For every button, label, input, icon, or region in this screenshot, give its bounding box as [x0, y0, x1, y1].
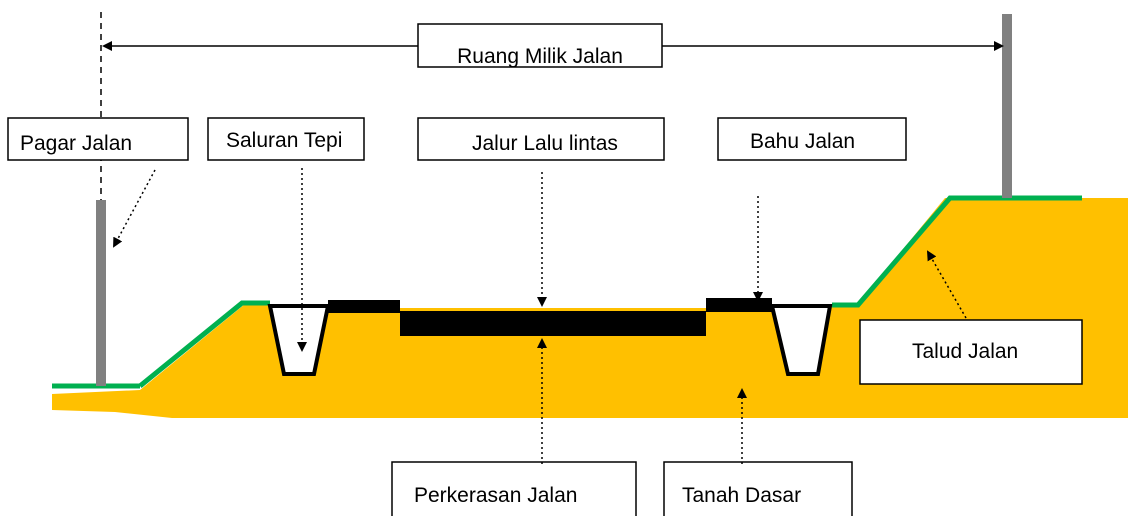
shoulder-label: Bahu Jalan — [750, 130, 855, 153]
traffic-lane-label: Jalur Lalu lintas — [472, 132, 618, 155]
pavement-label-box — [391, 461, 637, 516]
right-side-drain — [769, 304, 833, 376]
slope-label: Talud Jalan — [912, 340, 1018, 363]
slope-label-box — [859, 319, 1083, 385]
grass-right-slope — [832, 195, 1082, 308]
shoulder-label-box — [717, 117, 907, 161]
pavement-left-shoulder — [328, 300, 400, 313]
subgrade-label: Tanah Dasar — [682, 484, 801, 507]
left-side-drain — [267, 304, 331, 376]
right-fence-post — [1002, 14, 1012, 198]
fence-label-box — [7, 117, 189, 161]
traffic-lane-label-box — [417, 117, 665, 161]
subgrade-soil — [52, 198, 1128, 418]
right-of-way-label-box — [417, 23, 663, 68]
fence-pointer-arrow — [113, 169, 156, 248]
pavement-right-shoulder — [706, 298, 772, 312]
left-fence-post — [96, 200, 106, 386]
fence-label: Pagar Jalan — [20, 132, 132, 155]
grass-left-slope — [138, 300, 270, 388]
side-drain-label-box — [207, 117, 365, 161]
side-drain-label: Saluran Tepi — [226, 129, 342, 152]
pavement-traffic-lane — [400, 311, 706, 336]
right-of-way-label: Ruang Milik Jalan — [457, 45, 623, 68]
subgrade-label-box — [663, 461, 853, 516]
pavement-label: Perkerasan Jalan — [414, 484, 577, 507]
